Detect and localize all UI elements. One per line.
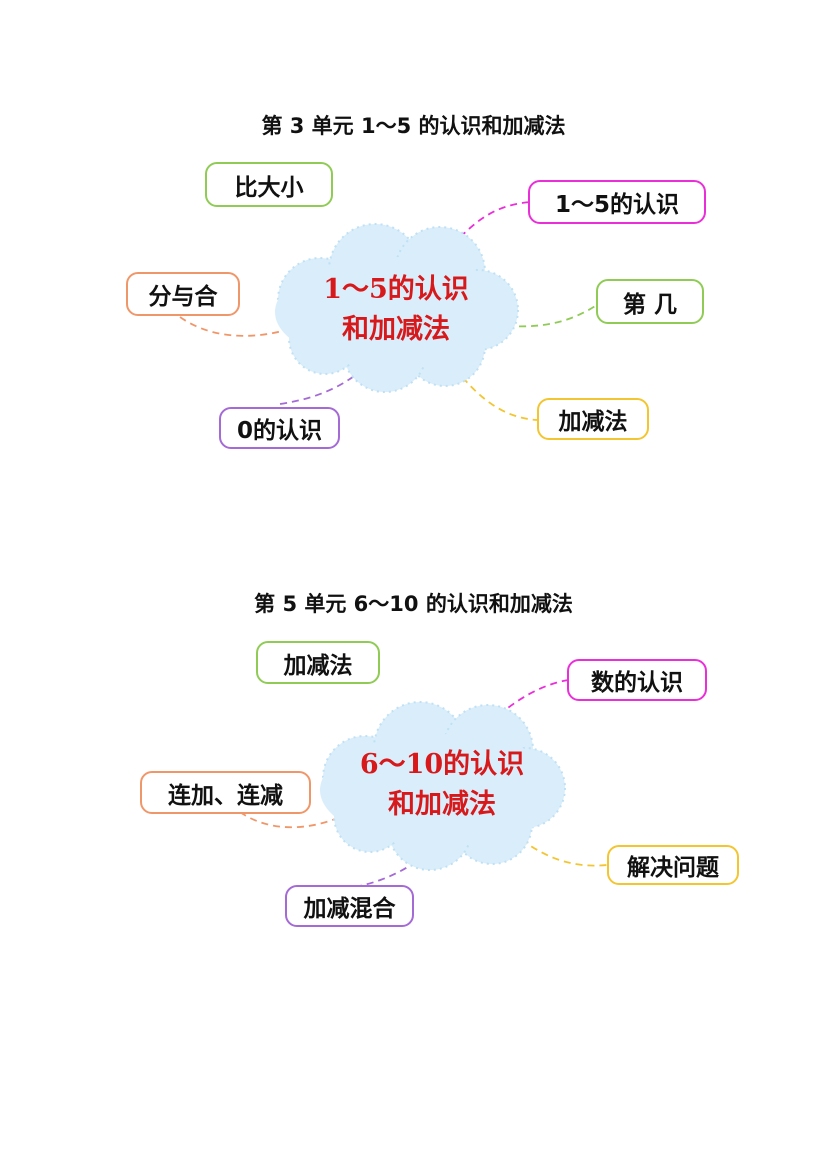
center-topic-line2: 和加减法 — [388, 789, 496, 820]
link-mixed — [354, 844, 438, 888]
node-mixed[interactable]: 加减混合 — [285, 885, 414, 927]
node-compare[interactable]: 比大小 — [205, 162, 333, 207]
node-numbers[interactable]: 数的认识 — [567, 659, 707, 701]
link-consecutive — [239, 811, 341, 829]
center-topic-line1: 1～5的认识 — [323, 274, 469, 305]
link-numbers — [489, 679, 569, 724]
link-addsub — [454, 367, 538, 421]
center-topic: 6～10的认识 和加减法 — [332, 745, 552, 825]
link-problems — [511, 831, 608, 867]
center-topic-line1: 6～10的认识 — [359, 749, 525, 780]
link-ordinal — [506, 304, 598, 328]
link-split — [179, 316, 294, 337]
link-zero — [279, 365, 368, 405]
map-title: 第 3 单元 1～5 的认识和加减法 — [261, 114, 566, 138]
node-addsub[interactable]: 加减法 — [256, 641, 380, 684]
node-consecutive[interactable]: 连加、连减 — [140, 771, 311, 814]
center-topic-line2: 和加减法 — [342, 314, 450, 345]
link-recognize — [451, 201, 531, 247]
node-ordinal[interactable]: 第 几 — [596, 279, 704, 324]
node-recognize[interactable]: 1～5的认识 — [528, 180, 706, 224]
node-split[interactable]: 分与合 — [126, 272, 240, 316]
center-topic: 1～5的认识 和加减法 — [290, 270, 502, 350]
node-problems[interactable]: 解决问题 — [607, 845, 739, 885]
map-title: 第 5 单元 6～10 的认识和加减法 — [254, 592, 573, 616]
node-addsub[interactable]: 加减法 — [537, 398, 649, 440]
node-zero[interactable]: 0的认识 — [219, 407, 340, 449]
